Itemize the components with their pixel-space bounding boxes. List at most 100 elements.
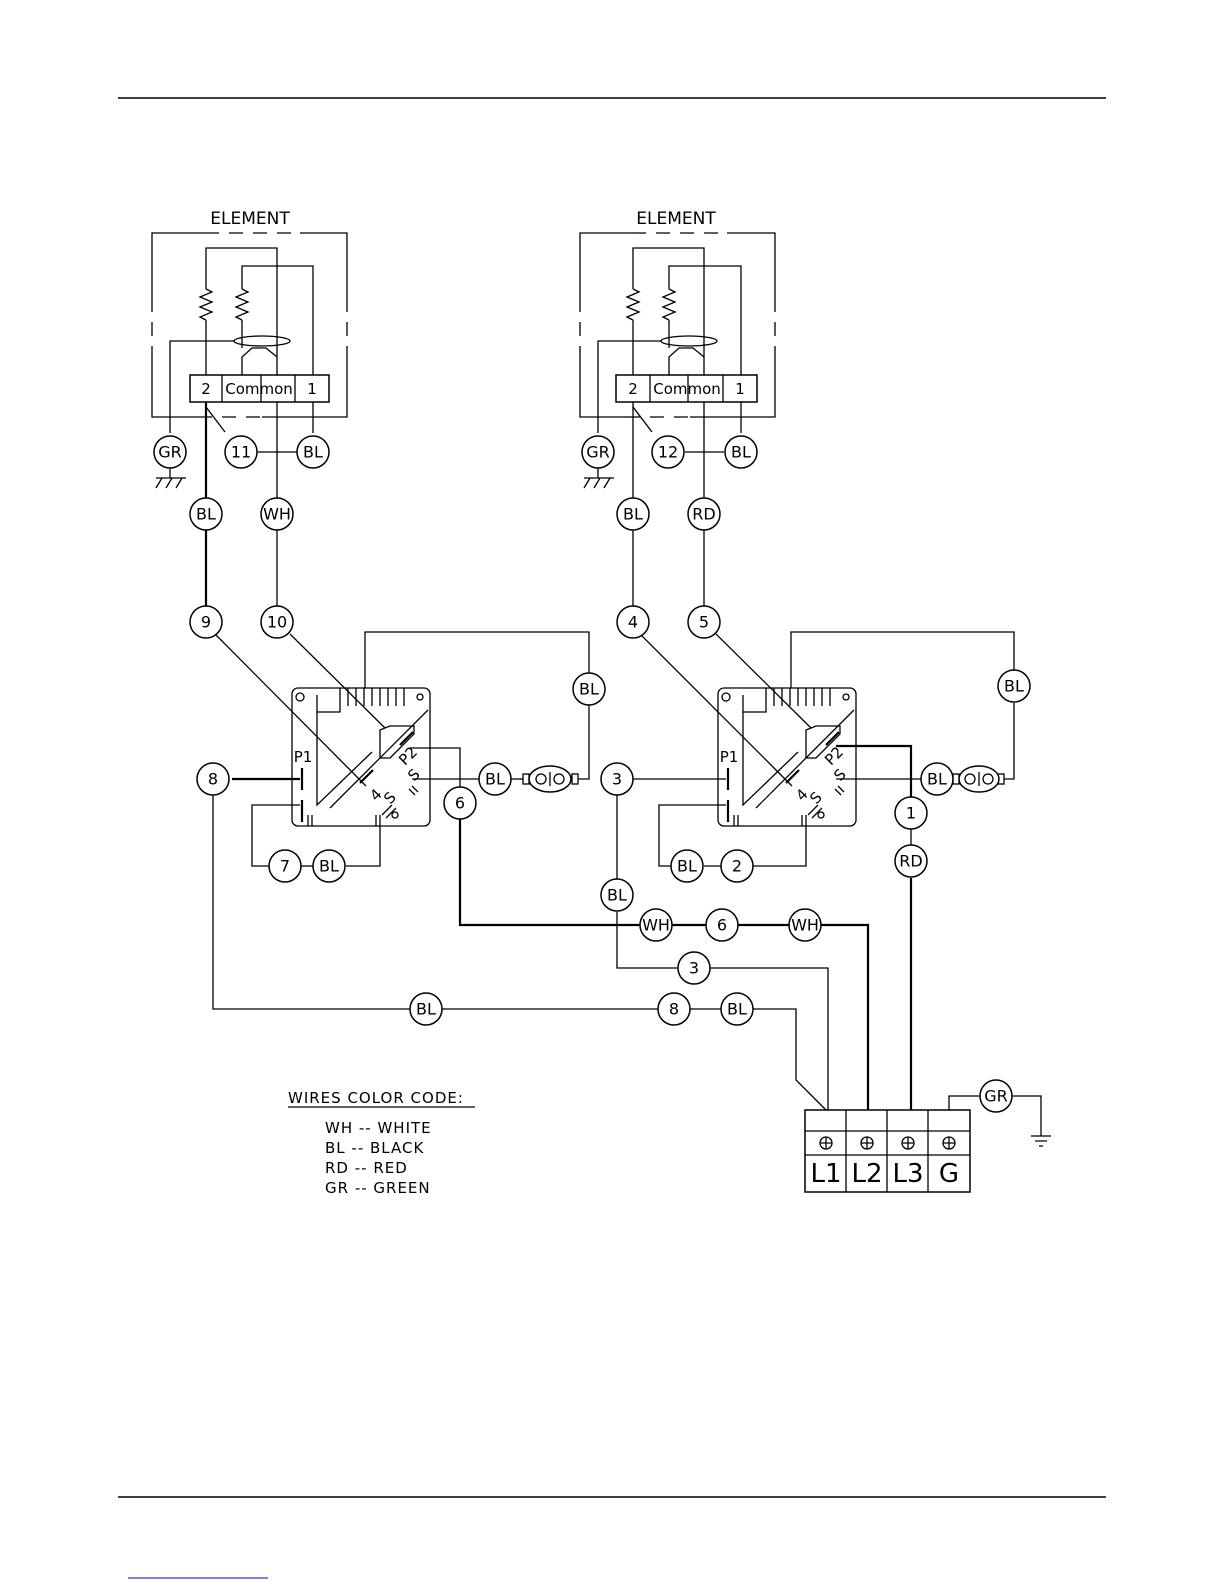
bubble-label: RD	[692, 505, 715, 524]
switch-s2-left: S	[380, 788, 399, 807]
bubble-label: BL	[731, 443, 751, 462]
bubble-3-run: 3	[678, 952, 710, 984]
switch-s2-right: S	[806, 788, 825, 807]
bubble-6-run: 6	[706, 909, 738, 941]
bubble-rd-1: RD	[895, 845, 927, 877]
bubble-bl-7: BL	[313, 850, 345, 882]
bubble-label: BL	[607, 886, 627, 905]
legend-title: WIRES COLOR CODE:	[288, 1089, 464, 1107]
bubble-10: 10	[261, 606, 293, 638]
bubble-label: 9	[201, 613, 211, 632]
bubble-8-left: 8	[197, 763, 229, 795]
element-title: ELEMENT	[636, 209, 716, 229]
bubble-label: BL	[727, 1000, 747, 1019]
bubble-label: 7	[280, 857, 290, 876]
switch-p1-left: P1	[294, 748, 313, 766]
switch-p1-right: P1	[720, 748, 739, 766]
bubble-11: 11	[225, 436, 257, 468]
bubble-bl-left-lead: BL	[190, 498, 222, 530]
bubble-label: BL	[623, 505, 643, 524]
legend-item: RD -- RED	[325, 1159, 408, 1177]
bubble-bl-element-right: BL	[725, 436, 757, 468]
terminal-2-right: 2	[628, 380, 638, 398]
bubble-bl-8-left: BL	[410, 993, 442, 1025]
bubble-bl-element-left: BL	[297, 436, 329, 468]
switch-s1-right: S	[830, 765, 849, 784]
bubble-label: 6	[717, 916, 727, 935]
bubble-label: 2	[732, 857, 742, 876]
bubble-2: 2	[721, 850, 753, 882]
bubble-12: 12	[652, 436, 684, 468]
bubble-label: 11	[231, 443, 251, 462]
bubble-label: GR	[984, 1087, 1008, 1106]
bubble-bl-loop-right: BL	[998, 670, 1030, 702]
wire-connector-icon	[953, 766, 1004, 792]
bubble-label: 3	[612, 770, 622, 789]
bubble-label: 8	[669, 1000, 679, 1019]
bubble-label: BL	[416, 1000, 436, 1019]
bubble-4: 4	[617, 606, 649, 638]
switch-p2-left: P2	[395, 743, 421, 769]
bubble-3-switch: 3	[601, 763, 633, 795]
bubble-bl-right-lead: BL	[617, 498, 649, 530]
bubble-label: 5	[699, 613, 709, 632]
bubble-1: 1	[895, 797, 927, 829]
terminal-1-right: 1	[735, 380, 745, 398]
bubble-bl-connector-left: BL	[479, 763, 511, 795]
bubble-9: 9	[190, 606, 222, 638]
wiring-left	[206, 530, 640, 1009]
legend-item: BL -- BLACK	[325, 1139, 424, 1157]
bubble-label: BL	[303, 443, 323, 462]
bubble-bl-loop-left: BL	[573, 673, 605, 705]
bubble-gr-left: GR	[154, 436, 186, 468]
bubble-label: RD	[899, 852, 922, 871]
terminal-g: G	[939, 1159, 959, 1189]
bubble-label: BL	[677, 857, 697, 876]
terminal-l1: L1	[810, 1159, 841, 1189]
bubble-wh-6-right: WH	[789, 909, 821, 941]
legend-item: GR -- GREEN	[325, 1179, 431, 1197]
screw-icon	[861, 1137, 873, 1149]
bubble-label: 6	[455, 794, 465, 813]
bubble-label: BL	[319, 857, 339, 876]
bubble-label: WH	[642, 916, 670, 935]
bubble-label: 3	[689, 959, 699, 978]
bubble-bl-8-right: BL	[721, 993, 753, 1025]
bubble-label: 8	[208, 770, 218, 789]
terminal-l3: L3	[892, 1159, 923, 1189]
terminal-2-left: 2	[201, 380, 211, 398]
bubble-label: BL	[579, 680, 599, 699]
terminal-l2: L2	[851, 1159, 882, 1189]
bubble-bl-2: BL	[671, 850, 703, 882]
bubble-label: 1	[906, 804, 916, 823]
bubble-label: GR	[586, 443, 610, 462]
bubble-label: GR	[158, 443, 182, 462]
infinite-switch-right: P1 P2 4 S S	[718, 688, 856, 826]
bubble-6-switch: 6	[444, 787, 476, 819]
wire-connector-icon	[523, 766, 578, 792]
bubble-label: BL	[1004, 677, 1024, 696]
terminal-1-left: 1	[307, 380, 317, 398]
bubble-bl-connector-right: BL	[921, 763, 953, 795]
screw-icon	[943, 1137, 955, 1149]
bubble-label: BL	[196, 505, 216, 524]
screw-icon	[902, 1137, 914, 1149]
bubble-label: WH	[263, 505, 291, 524]
terminal-common-right: Common	[653, 380, 721, 398]
bubble-label: 4	[628, 613, 638, 632]
bubble-gr-right: GR	[582, 436, 614, 468]
bubble-label: 10	[267, 613, 287, 632]
bubble-5: 5	[688, 606, 720, 638]
screw-icon	[820, 1137, 832, 1149]
bubble-7: 7	[269, 850, 301, 882]
bubble-wh-6-left: WH	[640, 909, 672, 941]
terminal-block: L1 L2 L3 G	[805, 1110, 970, 1192]
bubble-label: WH	[791, 916, 819, 935]
bubble-label: BL	[485, 770, 505, 789]
bubble-label: BL	[927, 770, 947, 789]
wire-color-legend: WIRES COLOR CODE: WH -- WHITE BL -- BLAC…	[288, 1089, 475, 1197]
bubble-wh-left-lead: WH	[261, 498, 293, 530]
bubble-8-run: 8	[658, 993, 690, 1025]
infinite-switch-left: P1 P2 4 S S	[292, 688, 430, 826]
